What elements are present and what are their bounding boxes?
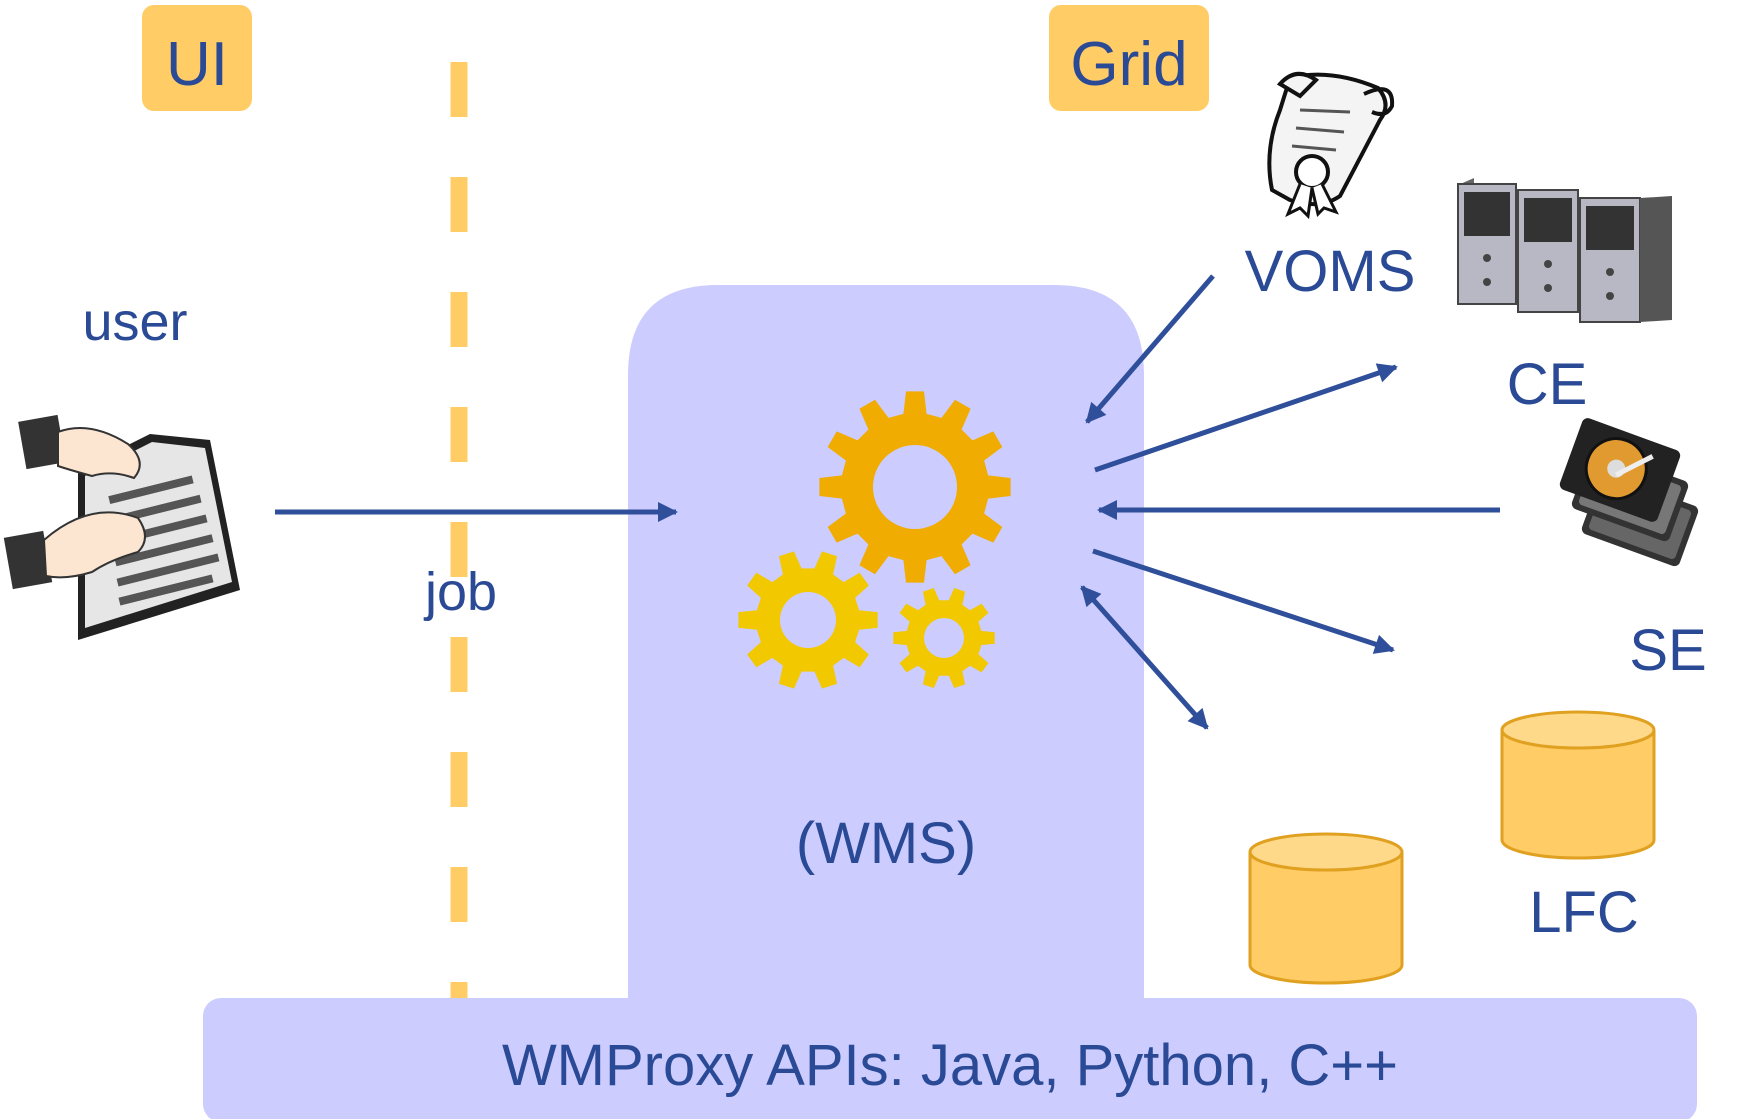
wms-label: (WMS) — [796, 811, 976, 876]
server-towers-icon — [1457, 178, 1672, 323]
ui-header: UI — [142, 5, 252, 111]
voms-label: VOMS — [1245, 239, 1416, 304]
wms-to-ce-arrow — [1094, 363, 1398, 473]
medium-gear-icon — [738, 551, 878, 689]
small-gear-icon — [893, 588, 995, 688]
hard-disk-stack-icon — [1559, 418, 1699, 567]
keyboard-typing-icon — [3, 414, 240, 640]
voms-to-wms-arrow — [1085, 274, 1215, 424]
lfc-database-icon — [1500, 710, 1656, 860]
api-bar-label: WMProxy APIs: Java, Python, C++ — [502, 1033, 1398, 1098]
ui-header-label: UI — [166, 30, 228, 99]
lfc-label: LFC — [1529, 880, 1639, 945]
wms-to-se-arrow — [1092, 548, 1395, 654]
certificate-scroll-icon — [1267, 72, 1395, 220]
user-label: user — [82, 292, 187, 352]
wmproxy-api-bar: WMProxy APIs: Java, Python, C++ — [203, 998, 1697, 1119]
wms-panel — [628, 285, 1144, 1010]
gears-icon — [738, 391, 1011, 689]
grid-header: Grid — [1049, 5, 1209, 111]
large-gear-icon — [819, 391, 1011, 583]
wms-database-bidirectional-arrow — [1080, 585, 1209, 730]
se-label: SE — [1629, 618, 1706, 683]
job-label: job — [423, 562, 497, 622]
database-icon — [1248, 832, 1404, 985]
grid-header-label: Grid — [1070, 30, 1187, 99]
ce-label: CE — [1507, 352, 1588, 417]
